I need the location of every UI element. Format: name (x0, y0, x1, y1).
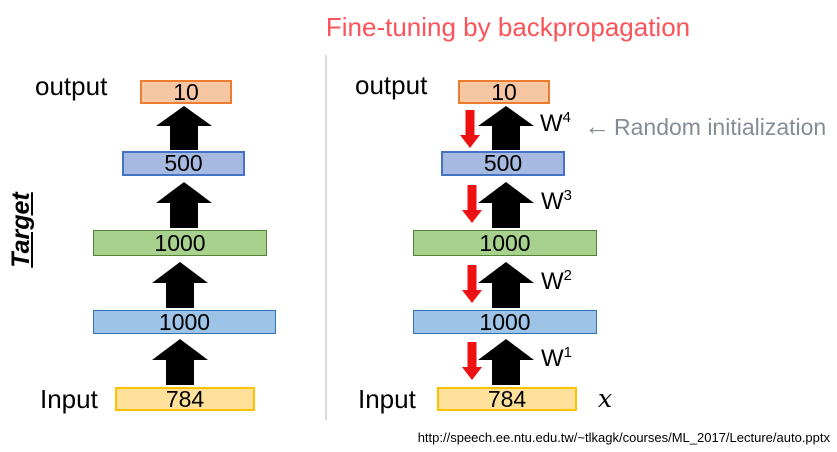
weight-sup: 4 (562, 110, 571, 126)
weight-base: W (540, 110, 563, 137)
left-layer-value-784: 784 (165, 385, 205, 412)
right-input-label: Input (358, 384, 416, 414)
left-output-label: output (35, 71, 108, 101)
up-arrow-icon (156, 106, 212, 150)
up-arrow-icon (478, 339, 534, 385)
right-layer-value-784: 784 (487, 385, 527, 412)
up-arrow-icon (478, 182, 534, 228)
right-layer-value-500: 500 (483, 150, 523, 176)
up-arrow-icon (478, 262, 534, 308)
weight-label-w1: W1 (541, 345, 572, 373)
weight-label-w4: W4 (540, 110, 571, 138)
source-url: http://speech.ee.ntu.edu.tw/~tlkagk/cour… (417, 430, 830, 445)
weight-base: W (541, 188, 564, 215)
red-down-arrow-icon (460, 110, 480, 148)
annotation-text: Random initialization (614, 114, 827, 140)
right-layer-value-1000-blue: 1000 (479, 308, 531, 335)
right-output-label: output (355, 70, 428, 100)
vertical-divider (325, 55, 327, 420)
weight-label-w3: W3 (541, 188, 572, 216)
red-down-arrow-icon (462, 342, 482, 380)
red-down-arrow-icon (462, 185, 482, 223)
left-layer-box-1000-blue: 1000 (93, 308, 276, 335)
left-layer-box-784: 784 (115, 385, 255, 412)
red-down-arrow-icon (462, 265, 482, 303)
left-layer-box-500: 500 (122, 150, 245, 176)
weight-label-w2: W2 (541, 268, 572, 296)
target-label: Target (7, 192, 35, 268)
weight-base: W (541, 345, 564, 372)
left-layer-value-1000-green: 1000 (154, 229, 206, 256)
right-layer-box-1000-blue: 1000 (413, 308, 597, 335)
right-layer-box-1000-green: 1000 (413, 230, 597, 256)
x-math-label: x (598, 384, 613, 413)
right-layer-value-1000-green: 1000 (479, 229, 531, 256)
right-layer-box-784: 784 (437, 385, 577, 412)
up-arrow-icon (152, 262, 208, 308)
up-arrow-icon (478, 106, 534, 150)
weight-base: W (541, 268, 564, 295)
left-arrow-icon: ← (584, 111, 610, 141)
weight-sup: 3 (563, 188, 572, 204)
up-arrow-icon (152, 339, 208, 385)
right-layer-value-10: 10 (491, 78, 517, 105)
right-layer-box-10: 10 (458, 78, 550, 105)
up-arrow-icon (156, 182, 212, 228)
left-layer-box-10: 10 (140, 78, 232, 105)
weight-sup: 1 (563, 345, 572, 361)
right-layer-box-500: 500 (441, 150, 565, 176)
left-layer-value-1000-blue: 1000 (158, 308, 211, 335)
weight-sup: 2 (563, 268, 572, 284)
left-layer-value-500: 500 (164, 150, 203, 176)
left-layer-value-10: 10 (173, 78, 199, 105)
slide-title: Fine-tuning by backpropagation (325, 12, 691, 42)
left-layer-box-1000-green: 1000 (93, 230, 267, 256)
left-input-label: Input (40, 384, 98, 414)
random-initialization-annotation: ←Random initialization (584, 111, 826, 142)
